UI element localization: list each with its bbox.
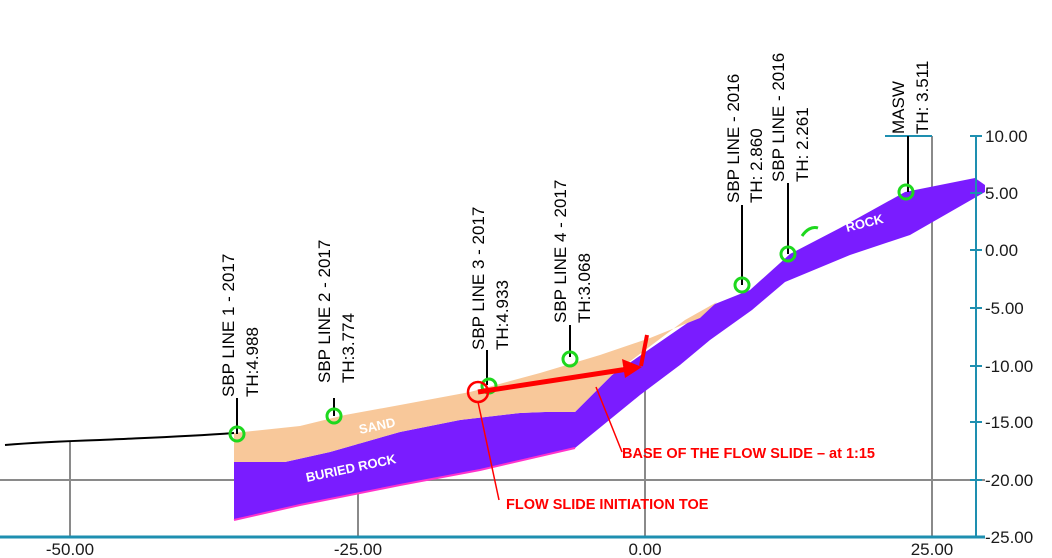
- seabed-line: [4, 432, 235, 446]
- y-tick-label: -25.00: [985, 528, 1033, 547]
- profile-marker: [561, 350, 579, 368]
- profile-label: SBP LINE 2 - 2017: [315, 240, 334, 383]
- profile-markers: [228, 183, 915, 443]
- arrow-head: [622, 359, 642, 378]
- profile-label: TH:4.988: [243, 327, 262, 397]
- profile-marker: [779, 245, 797, 263]
- base-leader-line: [595, 386, 623, 453]
- flow-slide-base-arrow: [477, 334, 649, 395]
- profile-stems: [236, 136, 909, 434]
- sand-layer: [234, 302, 717, 462]
- y-tick-label: 5.00: [985, 184, 1018, 203]
- profile-label: TH:3.774: [339, 313, 358, 383]
- profile-marker: [228, 425, 246, 443]
- profile-label: TH:3.068: [575, 253, 594, 323]
- profile-label: TH: 3.511: [913, 61, 932, 134]
- y-tick-labels: 10.00 5.00 0.00 -5.00 -10.00 -15.00 -20.…: [985, 127, 1033, 547]
- rock-base-line: [233, 447, 576, 521]
- profile-label: SBP LINE - 2016: [724, 74, 743, 203]
- y-tick-label: -15.00: [985, 413, 1033, 432]
- profile-marker: [325, 407, 343, 425]
- y-tick-label: -20.00: [985, 471, 1033, 490]
- y-tick-label: 10.00: [985, 127, 1028, 146]
- rock-edge-highlight: [800, 226, 819, 237]
- y-tick-label: -5.00: [985, 299, 1024, 318]
- flow-slide-toe-annotation: FLOW SLIDE INITIATION TOE: [506, 497, 709, 513]
- profile-marker: [733, 276, 751, 294]
- profile-label: TH:4.933: [493, 280, 512, 350]
- x-tick-label: -25.00: [334, 540, 382, 558]
- y-tick-label: -10.00: [985, 357, 1033, 376]
- right-axis: [970, 135, 982, 538]
- rock-layer: [234, 178, 985, 520]
- x-tick-label: -50.00: [46, 540, 94, 558]
- slide-scarp-mark: [639, 334, 649, 367]
- toe-leader-line: [477, 401, 500, 501]
- profile-marker: [897, 183, 915, 201]
- flow-slide-base-annotation: BASE OF THE FLOW SLIDE – at 1:15: [622, 446, 875, 462]
- x-tick-label: 25.00: [911, 540, 954, 558]
- profile-label: SBP LINE 4 - 2017: [551, 180, 570, 323]
- profile-label: MASW: [889, 81, 908, 134]
- x-tick-labels: -50.00 -25.00 0.00 25.00: [46, 540, 953, 558]
- profile-label: SBP LINE - 2016: [769, 53, 788, 182]
- profile-labels: SBP LINE 1 - 2017 TH:4.988 SBP LINE 2 - …: [219, 53, 932, 397]
- x-tick-label: 0.00: [628, 540, 661, 558]
- arrow-shaft: [477, 366, 629, 395]
- sand-label: SAND: [358, 415, 397, 437]
- profile-label: SBP LINE 1 - 2017: [219, 254, 238, 397]
- profile-label: TH: 2.860: [747, 128, 766, 203]
- profile-label: SBP LINE 3 - 2017: [469, 207, 488, 350]
- profile-label: TH: 2.261: [793, 107, 812, 182]
- y-tick-label: 0.00: [985, 241, 1018, 260]
